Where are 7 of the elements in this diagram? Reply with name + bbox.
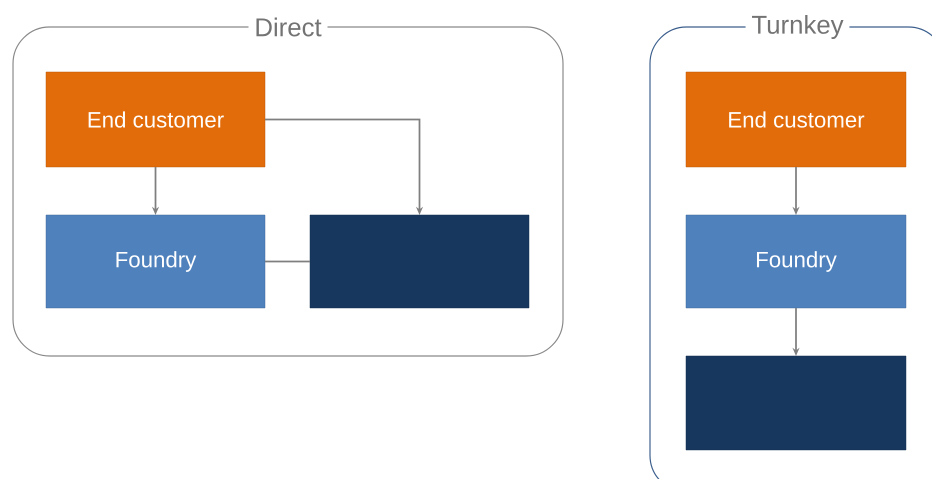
connector xyxy=(265,260,310,262)
process-box: End customer xyxy=(686,72,906,168)
process-box: Foundry xyxy=(686,214,906,308)
process-box xyxy=(310,214,530,308)
process-box: End customer xyxy=(46,72,266,168)
process-box: Foundry xyxy=(46,214,266,308)
process-box xyxy=(686,356,906,450)
